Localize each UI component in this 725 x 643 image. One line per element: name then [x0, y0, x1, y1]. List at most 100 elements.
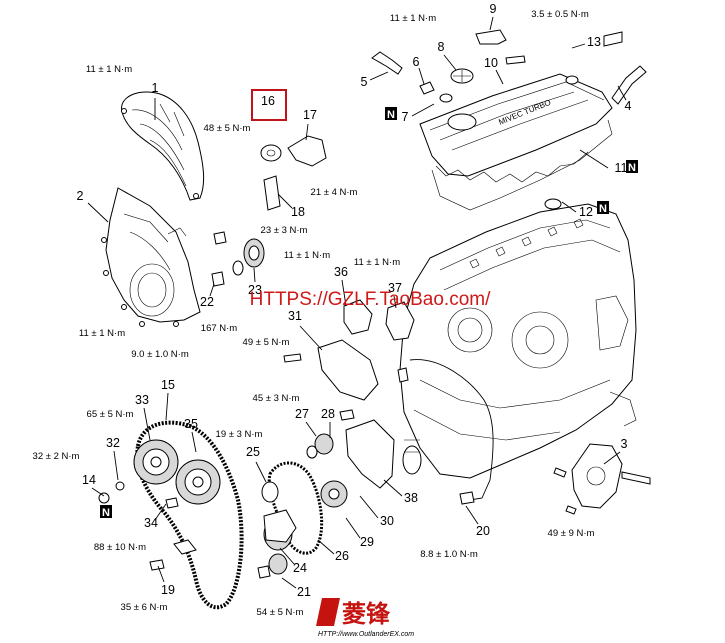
- torque-label: 11 ± 1 N·m: [79, 328, 125, 339]
- leader-line-25: [255, 461, 267, 483]
- leader-line-30: [359, 495, 379, 519]
- tensioner-arm: [287, 135, 327, 167]
- shop-logo-text: 菱锋: [342, 600, 391, 628]
- tensioner-pulley: [260, 144, 282, 162]
- n-marker-box: [626, 160, 638, 173]
- plate-38: [345, 419, 395, 489]
- cam-sprocket-35: [175, 459, 221, 505]
- leader-line-15: [165, 392, 169, 421]
- leader-line-7: [411, 103, 435, 117]
- part-number-3: 3: [621, 437, 628, 451]
- part-number-29: 29: [360, 535, 374, 549]
- leader-line-37: [393, 295, 397, 309]
- leader-line-6: [418, 67, 425, 85]
- bolt-34: [165, 497, 179, 509]
- torque-label: 35 ± 6 N·m: [121, 602, 168, 613]
- leader-line-36: [341, 279, 347, 307]
- leader-line-26: [317, 539, 335, 555]
- engine-mount-bracket: [553, 443, 651, 515]
- highlight-callout-16: 16: [251, 89, 287, 121]
- seal-12: [544, 198, 562, 210]
- cam-sprocket-33: [133, 439, 179, 485]
- part-number-24: 24: [293, 561, 307, 575]
- crank-bolt-22: [211, 271, 225, 287]
- pulley-25: [261, 481, 279, 503]
- torque-label: 167 N·m: [201, 323, 238, 334]
- part-number-2: 2: [77, 189, 84, 203]
- oil-filler-gasket: [439, 93, 453, 103]
- bolt-28: [339, 409, 355, 421]
- part-number-13: 13: [587, 35, 601, 49]
- leader-line-38: [383, 479, 403, 497]
- sprocket-23: [232, 238, 265, 276]
- leader-line-24: [279, 547, 295, 565]
- torque-label: 49 ± 9 N·m: [548, 528, 595, 539]
- leader-lines: [87, 16, 627, 589]
- part-number-28: 28: [321, 407, 335, 421]
- part-number-9: 9: [490, 2, 497, 16]
- part-number-38: 38: [404, 491, 418, 505]
- spacer-27: [306, 445, 318, 459]
- leader-line-34: [154, 503, 167, 521]
- bracket-37: [385, 301, 415, 341]
- part-number-10: 10: [484, 56, 498, 70]
- part-number-22: 22: [200, 295, 214, 309]
- torque-label: 11 ± 1 N·m: [86, 64, 132, 75]
- part-number-23: 23: [248, 283, 262, 297]
- leader-line-31: [299, 325, 323, 351]
- part-number-32: 32: [106, 436, 120, 450]
- ring-32: [115, 481, 125, 491]
- bolt-49: [283, 353, 302, 363]
- torque-label: 65 ± 5 N·m: [87, 409, 134, 420]
- leader-line-22: [209, 283, 215, 297]
- torque-label: 54 ± 5 N·m: [257, 607, 304, 618]
- part-number-33: 33: [135, 393, 149, 407]
- part-number-20: 20: [476, 524, 490, 538]
- part-number-8: 8: [438, 40, 445, 54]
- timing-cover-lower: [101, 187, 201, 327]
- bolt-21: [257, 565, 271, 579]
- leader-line-27: [305, 421, 317, 437]
- part-number-14: 14: [82, 473, 96, 487]
- part-number-labels: 1234567891011121314151718192021222324252…: [77, 2, 632, 599]
- tensioner-stud: [263, 175, 281, 211]
- leader-line-19: [157, 565, 165, 583]
- part-number-30: 30: [380, 514, 394, 528]
- leader-line-10: [495, 69, 504, 85]
- part-number-35: 35: [184, 417, 198, 431]
- idler-pulley-34: [173, 539, 197, 555]
- timing-belt: [135, 420, 244, 610]
- shop-url: HTTP://www.OutlanderEX.com: [318, 631, 414, 638]
- torque-label: 45 ± 3 N·m: [253, 393, 300, 404]
- leader-line-29: [345, 517, 361, 539]
- shop-logo: 菱锋 HTTP://www.OutlanderEX.com: [316, 598, 414, 638]
- part-number-31: 31: [288, 309, 302, 323]
- breather-hose: [611, 65, 647, 105]
- torque-label: 11 ± 1 N·m: [354, 257, 400, 268]
- spark-plug-cover: [603, 31, 623, 47]
- leader-line-11: [579, 149, 609, 169]
- torque-label: 23 ± 3 N·m: [261, 225, 308, 236]
- washer-14: [98, 492, 110, 504]
- sprocket-28: [314, 433, 334, 455]
- pcv-hose: [371, 51, 403, 75]
- torque-label: 32 ± 2 N·m: [33, 451, 80, 462]
- leader-line-17: [305, 123, 309, 141]
- n-marker-box: [100, 505, 112, 518]
- leader-line-3: [603, 451, 621, 465]
- leader-line-14: [91, 487, 105, 497]
- part-number-27: 27: [295, 407, 309, 421]
- n-marker-label: N: [102, 507, 110, 519]
- leader-line-33: [143, 407, 151, 441]
- leader-line-12: [561, 201, 577, 213]
- torque-label: 48 ± 5 N·m: [204, 123, 251, 134]
- part-number-7: 7: [402, 110, 409, 124]
- leader-line-20: [465, 505, 479, 525]
- rocker-cover-gasket: [431, 119, 613, 211]
- part-number-18: 18: [291, 205, 305, 219]
- torque-label: 49 ± 5 N·m: [243, 337, 290, 348]
- n-marker-box: [385, 107, 397, 120]
- bracket-36: [343, 299, 373, 335]
- bracket-31: [317, 339, 379, 401]
